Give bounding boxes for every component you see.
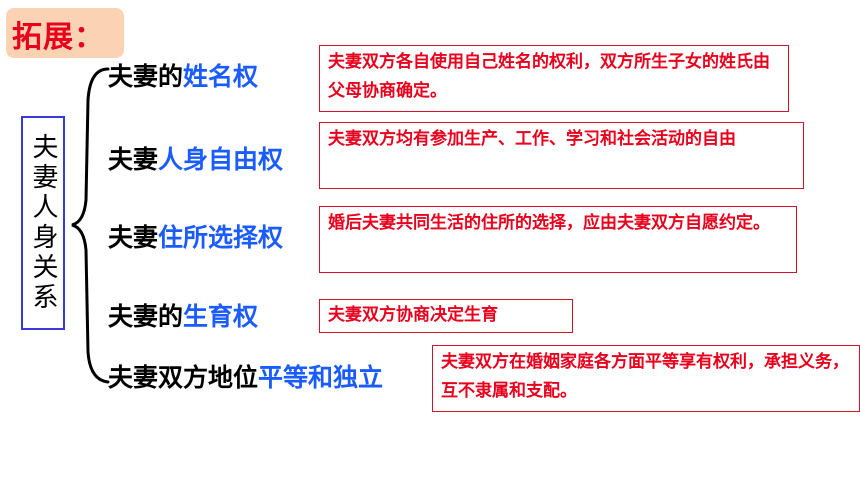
right-label-residence: 夫妻住所选择权	[108, 225, 283, 250]
right-prefix: 夫妻的	[108, 62, 184, 91]
group-label-box: 夫妻人身关系	[21, 116, 65, 330]
heading-tag: 拓展：	[6, 8, 124, 58]
right-label-equality: 夫妻双方地位平等和独立	[108, 365, 383, 390]
note-freedom: 夫妻双方均有参加生产、工作、学习和社会活动的自由	[319, 122, 804, 189]
note-residence: 婚后夫妻共同生活的住所的选择，应由夫妻双方自愿约定。	[319, 206, 797, 273]
note-text: 夫妻双方协商决定生育	[328, 305, 498, 325]
note-equality: 夫妻双方在婚姻家庭各方面平等享有权利，承担义务，互不隶属和支配。	[432, 345, 860, 412]
note-name: 夫妻双方各自使用自己姓名的权利，双方所生子女的姓氏由父母协商确定。	[319, 45, 789, 112]
right-highlight: 住所选择权	[158, 223, 284, 252]
note-text: 夫妻双方各自使用自己姓名的权利，双方所生子女的姓氏由父母协商确定。	[328, 52, 770, 101]
heading-text: 拓展：	[12, 20, 105, 55]
right-prefix: 夫妻	[108, 223, 159, 252]
right-prefix: 夫妻的	[108, 302, 184, 331]
right-prefix: 夫妻双方地位	[108, 363, 259, 392]
note-text: 夫妻双方均有参加生产、工作、学习和社会活动的自由	[328, 129, 736, 149]
group-label: 夫妻人身关系	[28, 133, 58, 313]
right-label-name: 夫妻的姓名权	[108, 64, 258, 89]
note-text: 夫妻双方在婚姻家庭各方面平等享有权利，承担义务，互不隶属和支配。	[441, 352, 849, 401]
right-prefix: 夫妻	[108, 145, 159, 174]
right-label-fertility: 夫妻的生育权	[108, 304, 258, 329]
right-highlight: 姓名权	[183, 62, 259, 91]
note-fertility: 夫妻双方协商决定生育	[319, 299, 573, 333]
right-label-freedom: 夫妻人身自由权	[108, 147, 283, 172]
right-highlight: 人身自由权	[158, 145, 284, 174]
right-highlight: 生育权	[183, 302, 259, 331]
right-highlight: 平等和独立	[258, 363, 384, 392]
note-text: 婚后夫妻共同生活的住所的选择，应由夫妻双方自愿约定。	[328, 213, 770, 233]
